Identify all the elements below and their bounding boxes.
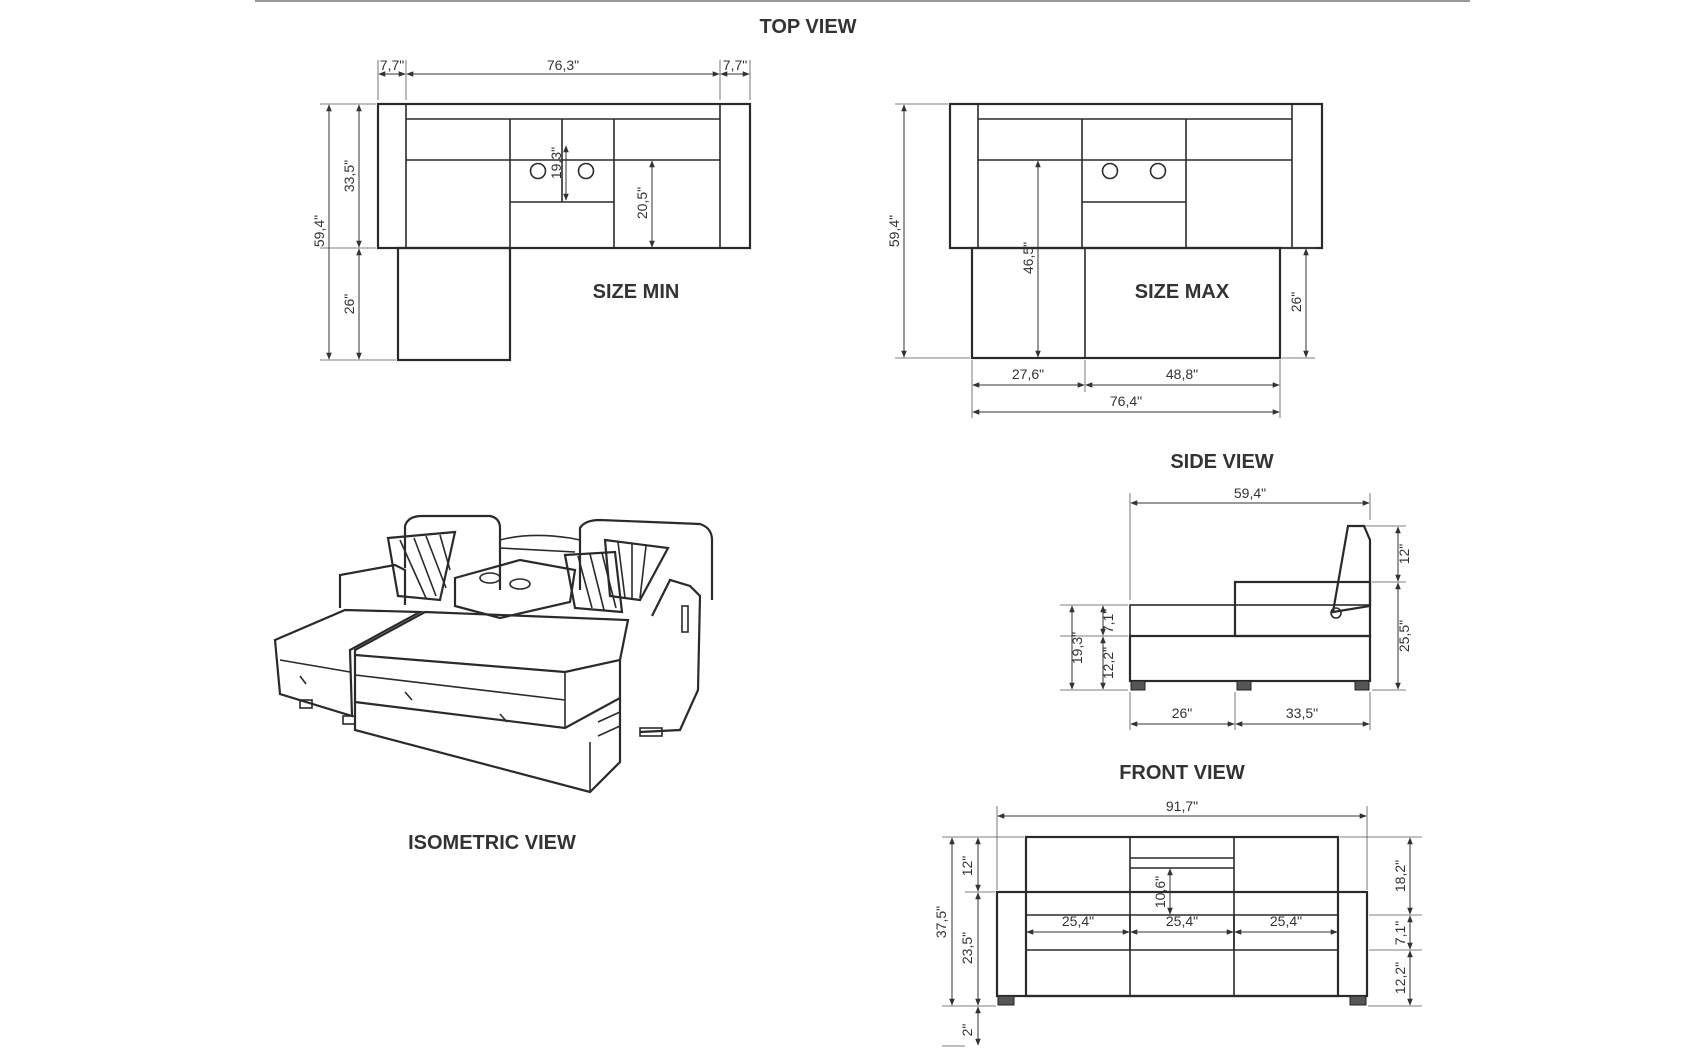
dim-max-left: 27,6" xyxy=(1012,366,1044,382)
cup-holder-icon xyxy=(1101,162,1119,180)
front-view-title: FRONT VIEW xyxy=(1119,762,1245,784)
front-view-drawing xyxy=(995,835,1369,1006)
dim-front-total-h: 37,5" xyxy=(933,906,949,938)
cup-holder-icon xyxy=(479,572,501,584)
dim-max-chaise: 26" xyxy=(1288,292,1304,313)
size-max-label: SIZE MAX xyxy=(1135,281,1230,303)
dim-front-r-cushion: 7,1" xyxy=(1392,921,1408,945)
dim-side-base: 12,2" xyxy=(1100,647,1116,679)
dim-front-seat-3: 25,4" xyxy=(1270,913,1302,929)
dim-min-seat-depth: 33,5" xyxy=(341,160,357,192)
side-view-dimensions: 59,4" 12" 25,5" 19,3" 7,1" 12,2" 26" 33,… xyxy=(1060,485,1412,730)
size-max-dimensions: 59,4" 46,5" 26" 27,6" 48,8" 76,4" xyxy=(886,103,1315,418)
chaise-outline xyxy=(396,246,512,362)
dim-min-chaise: 26" xyxy=(341,294,357,315)
side-view-drawing xyxy=(1128,524,1372,691)
dim-front-width: 91,7" xyxy=(1166,798,1198,814)
dim-front-r-back: 18,2" xyxy=(1392,860,1408,892)
cup-holder-icon xyxy=(1149,162,1167,180)
dim-arm-right: 7,7" xyxy=(723,57,747,73)
dim-side-h: 19,3" xyxy=(1069,632,1085,664)
dim-top-width: 76,3" xyxy=(547,57,579,73)
dim-max-width: 76,4" xyxy=(1110,393,1142,409)
dim-arm-left: 7,7" xyxy=(380,57,404,73)
dim-front-seat-1: 25,4" xyxy=(1062,913,1094,929)
dim-side-seat-depth: 33,5" xyxy=(1286,705,1318,721)
isometric-view-title: ISOMETRIC VIEW xyxy=(408,832,576,854)
dim-side-depth: 59,4" xyxy=(1234,485,1266,501)
dim-front-r-base: 12,2" xyxy=(1392,962,1408,994)
dim-side-chaise: 26" xyxy=(1172,705,1193,721)
dim-max-right: 48,8" xyxy=(1166,366,1198,382)
pullout-bed-outline xyxy=(970,246,1282,360)
dim-side-seat-h: 25,5" xyxy=(1396,620,1412,652)
dim-side-cushion: 7,1" xyxy=(1100,609,1116,633)
dim-min-inner: 20,5" xyxy=(634,187,650,219)
dim-front-console: 10,6" xyxy=(1152,876,1168,908)
size-min-dimensions: 7,7" 76,3" 7,7" 59,4" 33,5" 26" 19,3" 20… xyxy=(311,57,751,361)
size-min-label: SIZE MIN xyxy=(593,281,680,303)
power-button-icon xyxy=(1330,607,1342,619)
cup-holder-icon xyxy=(577,162,595,180)
cup-holder-icon xyxy=(509,578,531,590)
dim-front-leg: 2" xyxy=(959,1024,975,1037)
power-switch-icon xyxy=(681,605,689,633)
size-min-plan xyxy=(376,102,752,362)
front-view-dimensions: 91,7" 37,5" 12" 23,5" 2" 10,6" 25,4" 25,… xyxy=(933,798,1422,1047)
dim-max-inner: 46,5" xyxy=(1020,242,1036,274)
dim-min-console: 19,3" xyxy=(548,147,564,179)
dim-front-seat-2: 25,4" xyxy=(1166,913,1198,929)
dim-max-total-depth: 59,4" xyxy=(886,215,902,247)
isometric-sofa-illustration xyxy=(273,514,714,794)
dim-side-back: 12" xyxy=(1396,544,1412,565)
dim-front-back: 12" xyxy=(959,856,975,877)
dim-min-total-depth: 59,4" xyxy=(311,215,327,247)
cup-holder-icon xyxy=(529,162,547,180)
dim-front-arm-h: 23,5" xyxy=(959,932,975,964)
size-max-plan xyxy=(948,102,1324,360)
top-view-title: TOP VIEW xyxy=(759,16,856,38)
side-view-title: SIDE VIEW xyxy=(1170,451,1273,473)
